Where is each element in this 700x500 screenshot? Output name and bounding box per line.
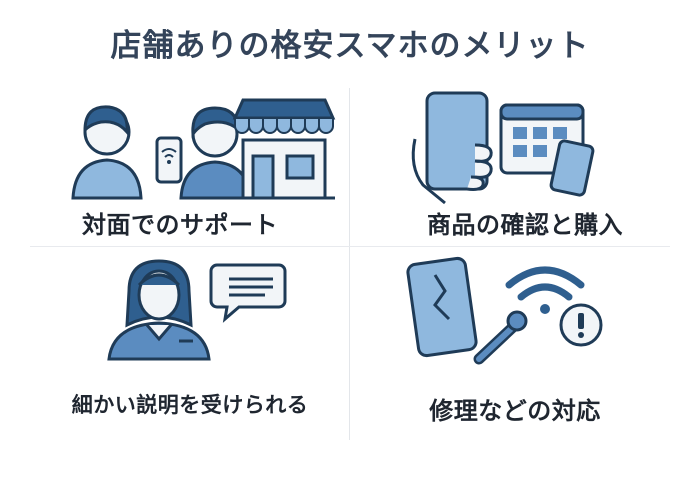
staff-speech-bubble-icon [107, 259, 287, 361]
page-title: 店舗ありの格安スマホのメリット [110, 28, 590, 64]
card-repair-support: 修理などの対応 [355, 255, 695, 435]
divider-vertical [349, 88, 350, 440]
card-label-explanation: 細かい説明を受けられる [71, 393, 309, 417]
card-label-product: 商品の確認と購入 [427, 211, 623, 239]
divider-horizontal [30, 246, 670, 247]
broken-phone-repair-icon [406, 256, 603, 365]
card-product-check: 商品の確認と購入 [355, 85, 695, 245]
card-label-support: 対面でのサポート [82, 211, 278, 239]
card-label-repair: 修理などの対応 [429, 397, 601, 425]
phone-hand-product-icon [411, 91, 595, 205]
card-face-to-face-support: 対面でのサポート [10, 85, 350, 245]
face-to-face-support-icon [71, 98, 336, 200]
card-detailed-explanation: 細かい説明を受けられる [10, 255, 350, 435]
